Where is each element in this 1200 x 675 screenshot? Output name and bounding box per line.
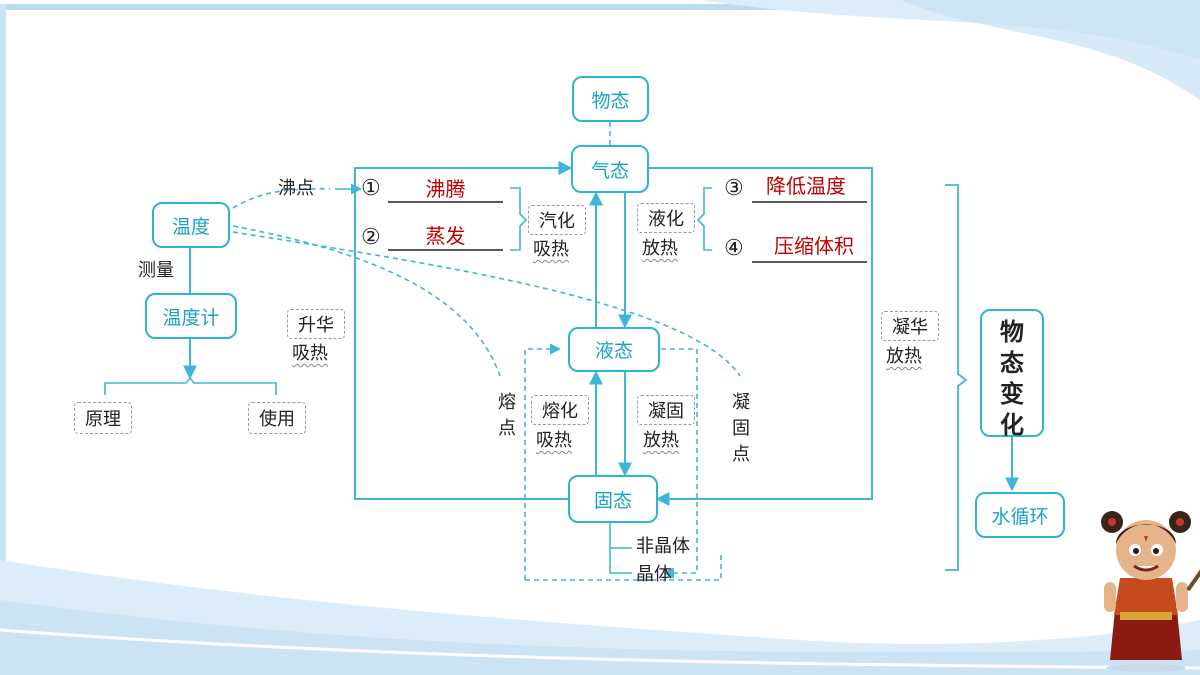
state-change-char: 物 — [1000, 318, 1024, 346]
vaporization-text: 汽化 — [539, 211, 575, 232]
deposition-label: 凝华 — [881, 311, 939, 341]
usage-box: 使用 — [248, 402, 306, 434]
freezing-point-label: 凝 固 点 — [729, 390, 753, 468]
melting-point-char: 点 — [498, 418, 516, 439]
blank-4-answer: 压缩体积 — [774, 234, 854, 258]
solidification-heat: 放热 — [643, 430, 679, 451]
node-physical-state: 物态 — [572, 76, 649, 122]
blank-1-number: ① — [361, 176, 381, 201]
node-temperature: 温度 — [152, 202, 230, 248]
state-change-char: 变 — [1000, 380, 1024, 408]
node-thermometer: 温度计 — [145, 293, 237, 339]
deposition-heat: 放热 — [886, 346, 922, 367]
mascot-illustration — [1101, 511, 1200, 672]
state-change-char: 化 — [1000, 411, 1024, 439]
crystal-label: 晶体 — [636, 564, 672, 585]
solidification-text: 凝固 — [648, 401, 684, 422]
melting-text: 熔化 — [542, 401, 578, 422]
blank-2-answer: 蒸发 — [425, 224, 466, 248]
blank-3-answer: 降低温度 — [766, 174, 846, 198]
node-solid: 固态 — [568, 475, 658, 523]
node-water-cycle: 水循环 — [975, 492, 1065, 538]
measure-label: 测量 — [138, 260, 174, 281]
melting-label: 熔化 — [531, 395, 589, 425]
melting-heat: 吸热 — [536, 430, 572, 451]
blank-4-number: ④ — [724, 236, 744, 261]
sublimation-text: 升华 — [298, 315, 334, 336]
freezing-point-char: 凝 — [732, 392, 750, 413]
principle-box: 原理 — [74, 402, 132, 434]
solidification-label: 凝固 — [637, 395, 695, 425]
blank-2-number: ② — [361, 225, 381, 250]
blank-1-answer: 沸腾 — [425, 177, 466, 201]
boiling-point-label: 沸点 — [278, 178, 314, 199]
node-state-change: 物 态 变 化 — [980, 309, 1044, 439]
melting-point-char: 熔 — [498, 392, 516, 413]
deposition-text: 凝华 — [892, 317, 928, 338]
amorphous-label: 非晶体 — [636, 536, 690, 557]
sublimation-heat: 吸热 — [292, 343, 328, 364]
node-gas: 气态 — [571, 145, 649, 193]
vaporization-label: 汽化 — [528, 205, 586, 235]
sublimation-label: 升华 — [287, 309, 345, 339]
liquefaction-heat: 放热 — [642, 238, 678, 259]
state-change-char: 态 — [1000, 349, 1024, 377]
blank-3-number: ③ — [724, 176, 744, 201]
vaporization-heat: 吸热 — [533, 239, 569, 260]
node-liquid: 液态 — [568, 327, 660, 372]
freezing-point-char: 点 — [732, 444, 750, 465]
liquefaction-label: 液化 — [637, 203, 695, 233]
liquefaction-text: 液化 — [648, 209, 684, 230]
freezing-point-char: 固 — [732, 418, 750, 439]
melting-point-label: 熔 点 — [495, 390, 519, 442]
